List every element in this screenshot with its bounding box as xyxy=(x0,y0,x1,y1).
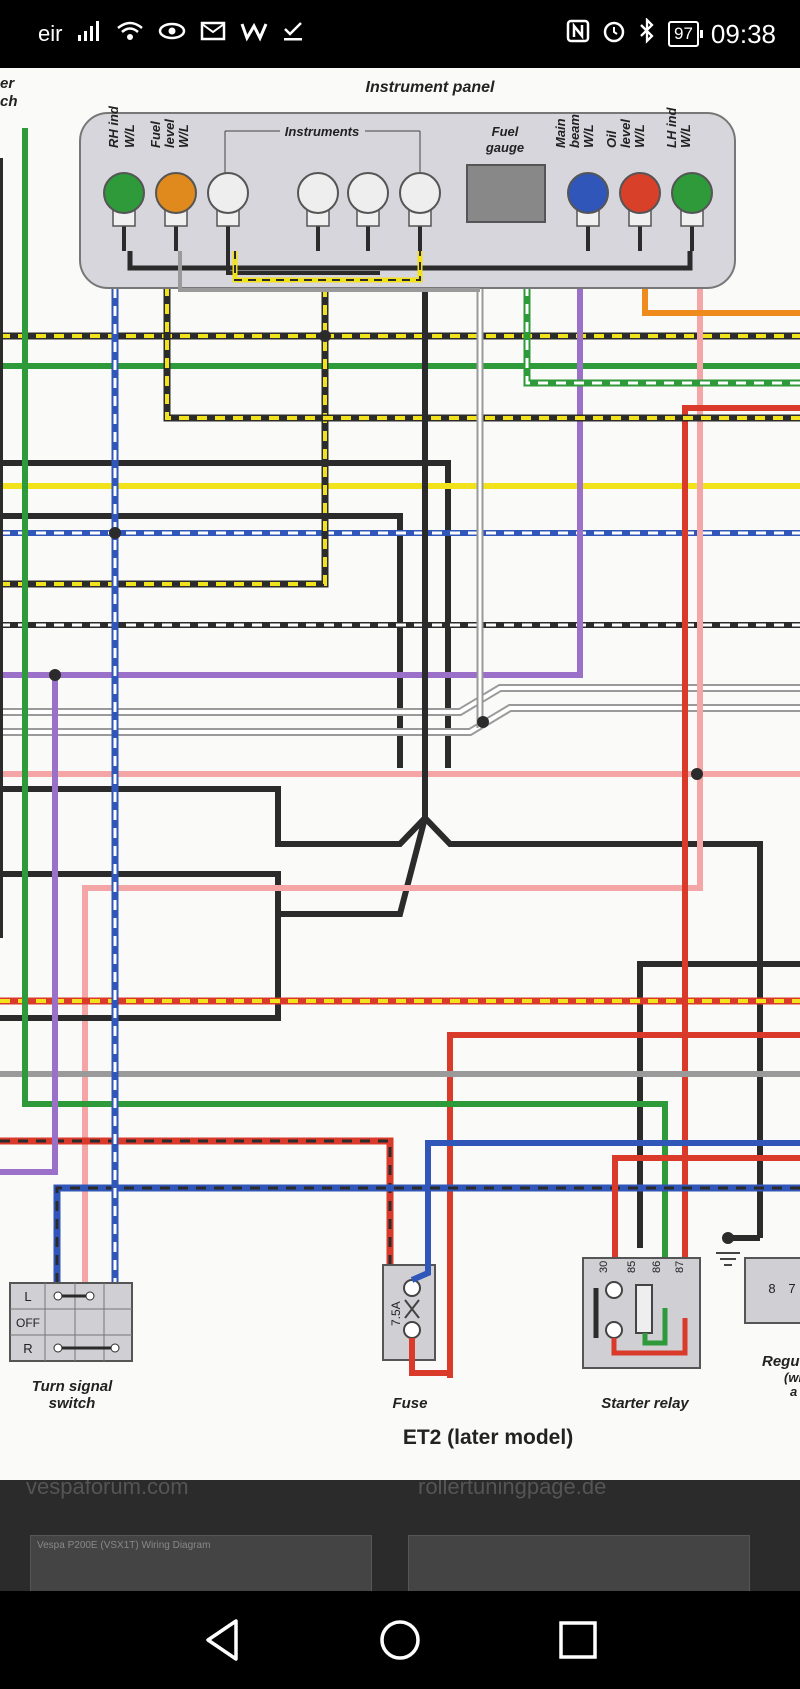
carrier-name: eir xyxy=(38,21,63,46)
lamp-6 xyxy=(399,172,441,251)
regulator-label: Regu xyxy=(762,1353,800,1370)
diagram-caption: ET2 (later model) xyxy=(403,1426,573,1449)
lamp-label-rh-ind-2: W/L xyxy=(122,124,137,148)
lamp-5 xyxy=(347,172,389,251)
thumb-1-caption: Vespa P200E (VSX1T) Wiring Diagram xyxy=(37,1540,211,1551)
turn-signal-switch: L OFF R xyxy=(9,1282,133,1362)
w-icon xyxy=(240,20,268,48)
mail-icon xyxy=(200,20,226,48)
turn-signal-pos-off: OFF xyxy=(16,1316,40,1330)
back-icon[interactable] xyxy=(196,1613,250,1667)
related-thumb-1[interactable]: Vespa P200E (VSX1T) Wiring Diagram xyxy=(30,1535,372,1591)
lamp-4 xyxy=(297,172,339,251)
status-bar: eir 97 09:38 xyxy=(0,0,800,68)
image-viewer[interactable]: er ch Instrument panel Instruments Fuel … xyxy=(0,68,800,1480)
lamp-3 xyxy=(207,172,249,251)
wiring-diagram-image[interactable]: er ch Instrument panel Instruments Fuel … xyxy=(0,68,800,1480)
relay-pin-87: 87 xyxy=(674,1261,686,1273)
lamp-label-oil-1: Oil xyxy=(604,130,619,148)
lamp-label-lh-ind-1: LH ind xyxy=(664,107,679,148)
relay-pin-85: 85 xyxy=(626,1261,638,1273)
turn-signal-pos-l: L xyxy=(24,1289,31,1304)
lamp-8 xyxy=(619,172,661,251)
signal-icon xyxy=(76,20,102,48)
source-1: vespaforum.com xyxy=(26,1480,189,1499)
related-results: vespaforum.com rollertuningpage.de Vespa… xyxy=(0,1480,800,1591)
relay-pin-30: 30 xyxy=(598,1261,610,1273)
starter-relay-label: Starter relay xyxy=(601,1395,689,1412)
eye-icon xyxy=(158,20,186,48)
recents-icon[interactable] xyxy=(551,1613,605,1667)
regulator-sub-1: (wi xyxy=(784,1370,800,1385)
starter-relay: 30 85 86 87 xyxy=(582,1257,701,1369)
lamp-1 xyxy=(103,172,145,251)
regulator-pin-7: 7 xyxy=(788,1281,795,1296)
wifi-icon xyxy=(116,20,144,48)
fuel-gauge-label-2: gauge xyxy=(485,140,524,155)
home-icon[interactable] xyxy=(373,1613,427,1667)
lamp-label-main-1: Main xyxy=(553,118,568,148)
regulator-pin-8: 8 xyxy=(768,1281,775,1296)
bluetooth-icon xyxy=(638,17,656,50)
nav-bar xyxy=(0,1591,800,1689)
fuse-label: Fuse xyxy=(392,1395,427,1412)
lamp-9 xyxy=(671,172,713,251)
lamp-label-oil-2: level xyxy=(618,119,633,148)
turn-signal-pos-r: R xyxy=(23,1341,32,1356)
lamp-label-main-2: beam xyxy=(567,114,582,148)
lamp-7 xyxy=(567,172,609,251)
turn-signal-label-1: Turn signal xyxy=(32,1378,113,1395)
turn-signal-label-2: switch xyxy=(49,1395,96,1412)
fuel-gauge-label-1: Fuel xyxy=(492,124,519,139)
lamp-label-main-3: W/L xyxy=(581,124,596,148)
fuse: 7.5A xyxy=(382,1218,450,1376)
fuel-gauge-box xyxy=(466,164,546,223)
lamp-label-fuel-3: W/L xyxy=(176,124,191,148)
regulator: 8 7 xyxy=(716,1252,800,1324)
lamp-label-fuel-2: level xyxy=(162,119,177,148)
lamp-label-lh-ind-2: W/L xyxy=(678,124,693,148)
instrument-panel-title: Instrument panel xyxy=(366,79,495,96)
related-thumb-2[interactable] xyxy=(408,1535,750,1591)
battery-icon: 97 xyxy=(668,21,703,47)
nfc-icon xyxy=(566,19,590,49)
instruments-label: Instruments xyxy=(285,124,359,139)
source-2: rollertuningpage.de xyxy=(418,1480,607,1499)
download-done-icon xyxy=(282,20,304,48)
regulator-sub-2: a xyxy=(790,1384,797,1399)
partial-left-label-bottom: ch xyxy=(0,93,18,110)
clock: 09:38 xyxy=(710,18,776,49)
alarm-icon xyxy=(602,19,626,49)
relay-pin-86: 86 xyxy=(651,1261,663,1273)
lamp-label-rh-ind-1: RH ind xyxy=(106,105,121,148)
fuse-rating: 7.5A xyxy=(389,1301,403,1326)
lamp-2 xyxy=(155,172,197,251)
instrument-lamps xyxy=(103,172,713,251)
lamp-label-fuel-1: Fuel xyxy=(148,121,163,148)
lamp-label-oil-3: W/L xyxy=(632,124,647,148)
partial-left-label-top: er xyxy=(0,75,15,92)
